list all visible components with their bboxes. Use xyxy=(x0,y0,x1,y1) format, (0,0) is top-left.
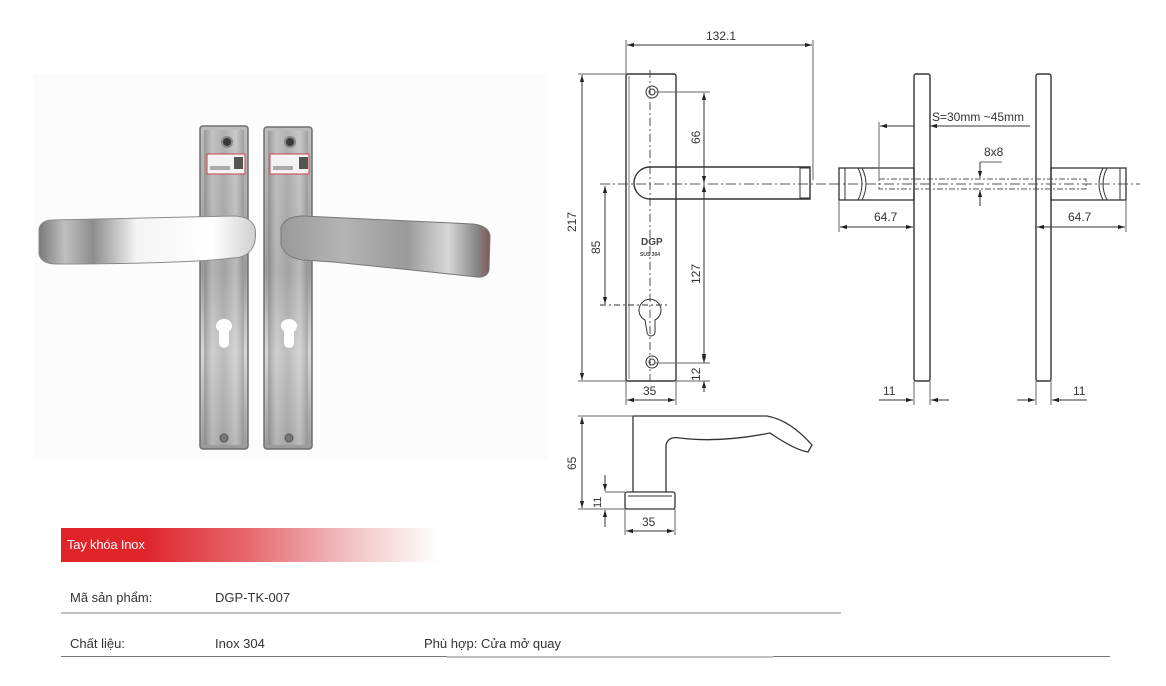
dim-left-handle-length: 64.7 xyxy=(874,210,898,224)
dim-left-plate-thickness: 11 xyxy=(883,384,896,398)
dim-handle-to-cylinder: 85 xyxy=(589,240,603,254)
spec-row-material: Chất liệu: Inox 304 Phù hợp: Cửa mở quay xyxy=(61,636,1110,658)
dim-right-handle-length: 64.7 xyxy=(1068,210,1092,224)
dim-rose-height: 11 xyxy=(592,497,604,508)
dim-overall-width: 132.1 xyxy=(706,29,736,43)
dim-hole-to-handle: 66 xyxy=(689,130,703,144)
spec-suitable-for: Phù hợp: Cửa mở quay xyxy=(424,636,562,651)
product-title: Tay khóa Inox xyxy=(67,537,145,552)
top-view: 65 11 35 xyxy=(565,415,813,535)
spec-row-product-code: Mã sản phẩm: DGP-TK-007 xyxy=(61,590,841,614)
side-view: S=30mm ~45mm 8x8 64.7 64.7 11 11 xyxy=(830,73,1140,405)
spec-value-product-code: DGP-TK-007 xyxy=(215,590,291,605)
divider xyxy=(447,656,773,658)
dim-rose-width: 35 xyxy=(642,515,656,529)
dim-door-thickness: S=30mm ~45mm xyxy=(932,110,1024,124)
plate-material: SUS 304 xyxy=(640,252,660,258)
dim-bottom-hole-offset: 12 xyxy=(689,367,703,381)
product-photo xyxy=(33,74,548,460)
technical-drawing: DGP SUS 304 132.1 217 85 66 127 12 35 xyxy=(565,29,1140,535)
spec-value-material: Inox 304 xyxy=(215,636,265,651)
door-handle-photo xyxy=(38,125,491,450)
plate-brand: DGP xyxy=(641,237,663,248)
dim-right-plate-thickness: 11 xyxy=(1073,384,1086,398)
dim-overall-height: 217 xyxy=(565,212,579,232)
dim-handle-height: 65 xyxy=(565,456,579,470)
dim-spindle: 8x8 xyxy=(984,145,1004,159)
product-title-banner: Tay khóa Inox xyxy=(61,528,439,562)
dim-handle-to-bottom-hole: 127 xyxy=(689,264,703,284)
spec-label-material: Chất liệu: xyxy=(70,636,125,651)
front-view: DGP SUS 304 132.1 217 85 66 127 12 35 xyxy=(565,29,830,405)
spec-label-product-code: Mã sản phẩm: xyxy=(70,590,153,605)
dim-plate-width: 35 xyxy=(643,384,657,398)
